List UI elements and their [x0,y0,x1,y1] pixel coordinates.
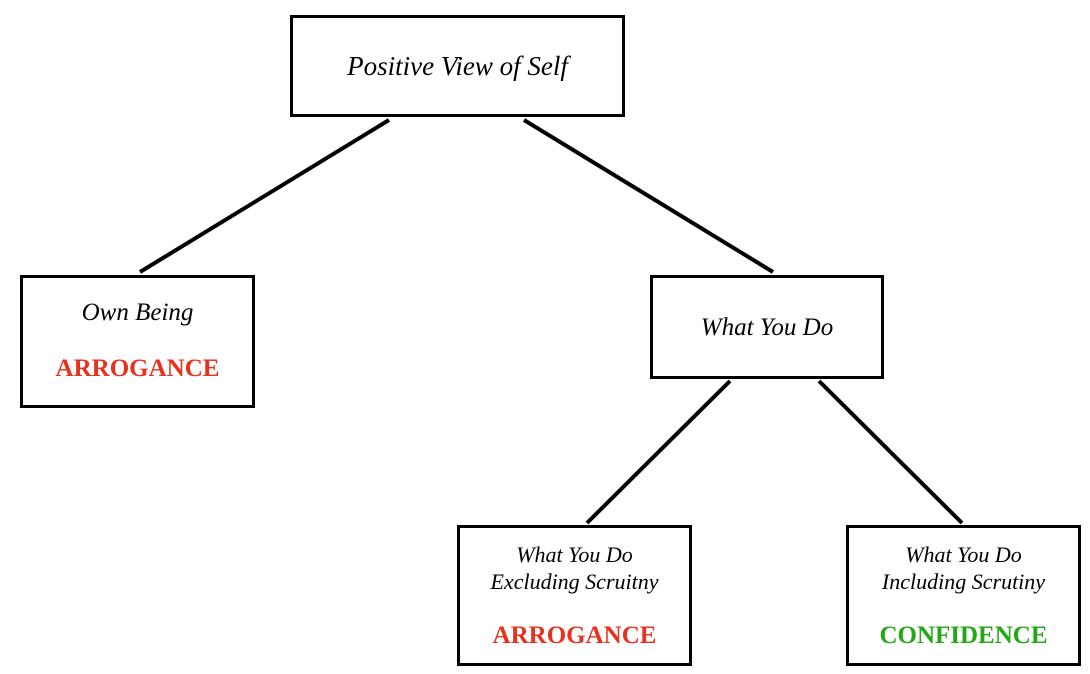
edge-what-you-do-to-including [817,379,964,525]
node-label: What You Do [700,313,834,341]
node-label-line-1: What You Do [516,541,633,567]
node-label: Own Being [81,299,194,326]
node-label-line-2: Including Scrutiny [881,568,1046,594]
node-label-line-2: Excluding Scruitny [490,568,659,594]
node-label: Positive View of Self [347,50,568,81]
verdict-arrogance: ARROGANCE [492,621,657,649]
edge-what-you-do-to-excluding [585,379,732,525]
edge-root-to-what-you-do [522,118,775,274]
node-label-line-1: What You Do [905,541,1022,567]
node-own-being: Own Being ARROGANCE [20,275,255,408]
node-what-you-do: What You Do [650,275,884,379]
node-positive-view-of-self: Positive View of Self [290,15,625,117]
node-including-scrutiny: What You Do Including Scrutiny CONFIDENC… [846,525,1081,666]
node-excluding-scrutiny: What You Do Excluding Scruitny ARROGANCE [457,525,692,666]
verdict-confidence: CONFIDENCE [879,621,1048,649]
edge-root-to-own-being [138,118,391,274]
verdict-arrogance: ARROGANCE [55,355,220,382]
